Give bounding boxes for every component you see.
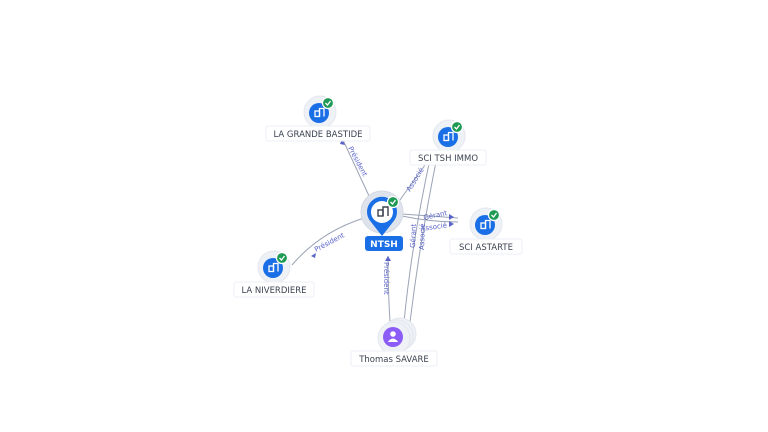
- node-label-bg: [350, 350, 438, 367]
- edge-president-ntsh[interactable]: [387, 255, 391, 323]
- node-label: SCI TSH IMMO: [418, 154, 478, 164]
- verified-badge-icon: [386, 195, 400, 209]
- edge-label-gerant-tsh: Gérant: [409, 223, 418, 248]
- checkmark-icon: [279, 255, 286, 261]
- checkmark-icon: [454, 124, 461, 130]
- building-icon: [314, 107, 325, 118]
- building-icon: [268, 262, 279, 273]
- person-icon: [387, 331, 399, 342]
- edge-president-grande-bastide[interactable]: [342, 139, 371, 199]
- building-icon: [443, 131, 454, 142]
- arrow-head: [385, 256, 391, 261]
- verified-badge-icon: [275, 251, 289, 265]
- person-icon-circle: [383, 327, 403, 347]
- edge-label-president-grande: Président: [346, 145, 369, 178]
- edge-president-niverdiere[interactable]: [291, 217, 365, 266]
- building-icon: [480, 219, 491, 230]
- edge-label-president-ntsh: Président: [382, 262, 390, 295]
- edge-gerant-tsh-immo[interactable]: [403, 149, 433, 323]
- node-la-grande-bastide[interactable]: LA GRANDE BASTIDE: [265, 95, 371, 142]
- edge-associe-tsh-immo-2[interactable]: [409, 151, 439, 323]
- arrow-head: [449, 221, 454, 227]
- edges: [291, 139, 459, 323]
- edge-label-associe-tsh: Associé: [405, 166, 426, 193]
- arrow-head: [311, 253, 316, 258]
- edge-gerant-astarte[interactable]: [401, 213, 459, 219]
- node-label: LA NIVERDIERE: [241, 286, 306, 296]
- checkmark-icon: [325, 100, 332, 106]
- edge-label-associe-astarte: Associé: [420, 221, 447, 233]
- edge-label-associe-tsh-2: Associé: [418, 223, 427, 250]
- node-label-bg: [265, 125, 371, 142]
- node-sci-tsh-immo[interactable]: SCI TSH IMMO: [409, 119, 487, 166]
- verified-badge-icon: [321, 96, 335, 110]
- node-label-bg: [233, 281, 315, 298]
- edge-associe-astarte[interactable]: [401, 215, 459, 223]
- node-label: Thomas SAVARE: [358, 355, 429, 365]
- building-icon: [377, 206, 389, 217]
- verified-badge-icon: [487, 208, 501, 222]
- node-sci-astarte[interactable]: SCI ASTARTE: [449, 207, 523, 255]
- verified-badge-icon: [450, 120, 464, 134]
- node-label-bg: [449, 238, 523, 255]
- node-la-niverdiere[interactable]: LA NIVERDIERE: [233, 250, 315, 298]
- node-thomas-savare[interactable]: Thomas SAVARE: [350, 317, 438, 367]
- arrow-head: [340, 139, 345, 145]
- arrow-head: [449, 214, 454, 220]
- edge-label-president-niverdiere: Président: [313, 231, 346, 254]
- node-label-bg: [409, 149, 487, 166]
- node-label: SCI ASTARTE: [459, 243, 513, 253]
- node-label-bg: [365, 236, 403, 251]
- checkmark-icon: [491, 212, 498, 218]
- node-label: LA GRANDE BASTIDE: [273, 130, 362, 140]
- checkmark-icon: [390, 199, 397, 205]
- node-ntsh[interactable]: NTSH: [360, 190, 404, 251]
- node-label: NTSH: [370, 240, 398, 250]
